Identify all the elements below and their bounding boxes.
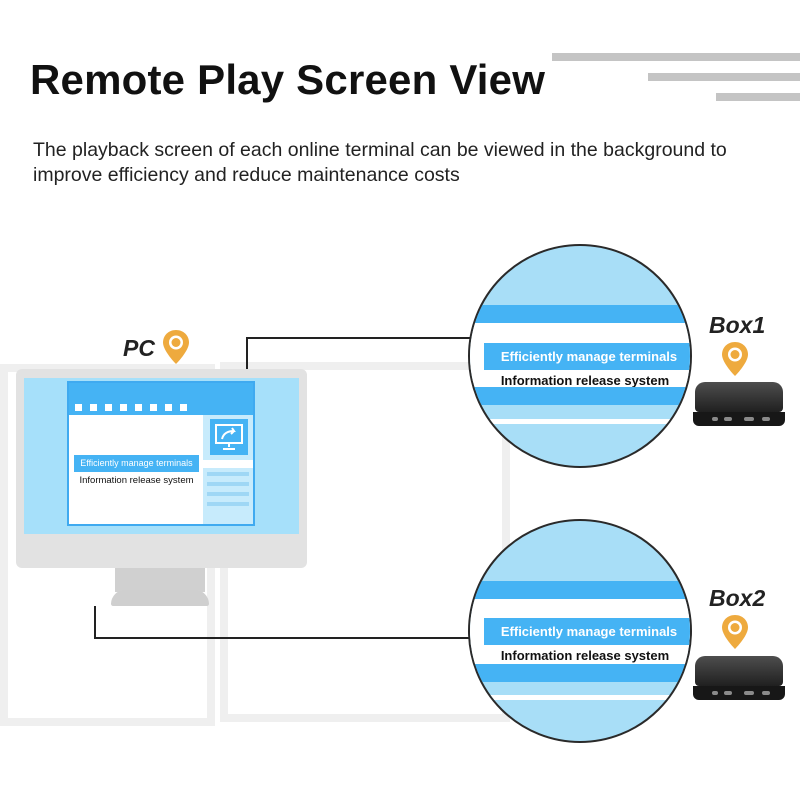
box1-device-port	[744, 417, 754, 421]
monitor-stand-base	[111, 590, 209, 606]
pc-window-header	[69, 383, 253, 415]
film-strip-hole	[105, 404, 112, 411]
box1-device-port	[724, 417, 732, 421]
connector-line-box2-vertical	[94, 606, 96, 638]
box1-device	[695, 382, 783, 412]
pc-window-text: Information release system	[79, 475, 194, 486]
box1-device-port	[762, 417, 770, 421]
box2-device-front	[693, 686, 785, 700]
connector-line-box2-horizontal	[94, 637, 469, 639]
box2-device-port	[744, 691, 754, 695]
box2-screen-text: Information release system	[500, 648, 670, 663]
film-strip-hole	[75, 404, 82, 411]
pc-window-sidebar-line	[207, 472, 249, 476]
location-pin-icon	[721, 614, 749, 655]
box2-highlight-text: Efficiently manage terminals	[484, 618, 690, 645]
pc-window-sidebar-line	[207, 502, 249, 506]
box1-screen-text: Information release system	[500, 373, 670, 388]
connector-line-box1-vertical	[246, 337, 248, 370]
film-strip-hole	[120, 404, 127, 411]
film-strip-hole	[180, 404, 187, 411]
monitor-stand-neck	[115, 568, 205, 592]
pc-window-sidebar-line	[207, 482, 249, 486]
page-subtitle: The playback screen of each online termi…	[33, 139, 727, 186]
box2-device	[695, 656, 783, 686]
film-strip-hole	[90, 404, 97, 411]
box2-device-port	[724, 691, 732, 695]
location-pin-icon	[162, 329, 190, 370]
box2-label: Box2	[709, 585, 766, 611]
location-pin-icon	[721, 341, 749, 382]
film-strip-hole	[150, 404, 157, 411]
box1-highlight-text: Efficiently manage terminals	[484, 343, 690, 370]
film-strip-hole	[135, 404, 142, 411]
pc-window-sidebar-divider	[203, 460, 253, 468]
box1-label: Box1	[709, 312, 766, 338]
pc-label: PC	[123, 335, 155, 361]
pc-window-sidebar-line	[207, 492, 249, 496]
presentation-screen-icon	[210, 419, 248, 455]
box2-device-port	[712, 691, 718, 695]
box1-device-front	[693, 412, 785, 426]
box2-device-port	[762, 691, 770, 695]
box1-device-port	[712, 417, 718, 421]
decor-stripe-3	[716, 93, 800, 101]
decor-stripe-1	[552, 53, 800, 61]
magnified-screen-box2: Efficiently manage terminals Information…	[468, 519, 692, 743]
decor-stripe-2	[648, 73, 800, 81]
page-title: Remote Play Screen View	[30, 56, 546, 103]
magnified-screen-box1: Efficiently manage terminals Information…	[468, 244, 692, 468]
pc-window-highlight-text: Efficiently manage terminals	[74, 455, 199, 472]
film-strip-hole	[165, 404, 172, 411]
connector-line-box1-horizontal	[246, 337, 471, 339]
